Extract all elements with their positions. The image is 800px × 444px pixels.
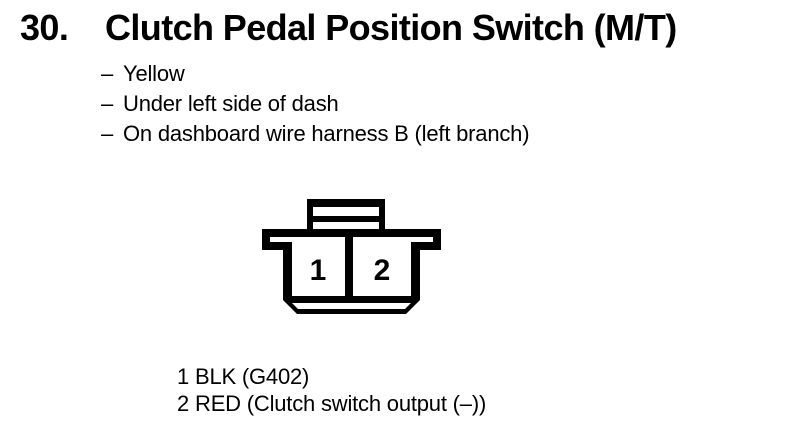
detail-item-harness: – On dashboard wire harness B (left bran… xyxy=(101,119,530,149)
pin-legend-row-2: 2 RED (Clutch switch output (–)) xyxy=(177,390,486,417)
connector-diagram: 1 2 xyxy=(262,199,441,314)
bottom-rim-slot xyxy=(292,303,411,309)
section-number: 30. xyxy=(20,7,69,48)
cavity-1 xyxy=(270,237,345,296)
pin-number: 1 xyxy=(177,364,190,389)
page-title: Clutch Pedal Position Switch (M/T) xyxy=(105,7,677,48)
detail-item-color: – Yellow xyxy=(101,59,529,89)
dash-bullet: – xyxy=(101,91,114,116)
detail-text: Yellow xyxy=(123,61,185,86)
section-heading: 30. Clutch Pedal Position Switch (M/T) xyxy=(20,7,677,49)
detail-item-location: – Under left side of dash xyxy=(101,89,529,119)
pin-wire-label: RED (Clutch switch output (–)) xyxy=(195,391,487,416)
latch-tab-slot-upper xyxy=(313,207,379,216)
dash-bullet: – xyxy=(101,61,114,86)
cavity-2 xyxy=(353,237,433,296)
pin-legend: 1 BLK (G402) 2 RED (Clutch switch output… xyxy=(177,363,486,417)
latch-tab-slot-lower xyxy=(313,222,379,229)
pin-legend-row-1: 1 BLK (G402) xyxy=(177,363,486,390)
detail-text: Under left side of dash xyxy=(123,91,339,116)
connector-details-list: – Yellow – Under left side of dash – On … xyxy=(101,59,530,149)
dash-bullet: – xyxy=(101,121,114,146)
detail-text: On dashboard wire harness B (left branch… xyxy=(123,121,530,146)
cavity-2-number: 2 xyxy=(374,254,391,287)
pin-wire-label: BLK (G402) xyxy=(195,364,310,389)
pin-number: 2 xyxy=(177,391,190,416)
cavity-1-number: 1 xyxy=(310,254,327,287)
